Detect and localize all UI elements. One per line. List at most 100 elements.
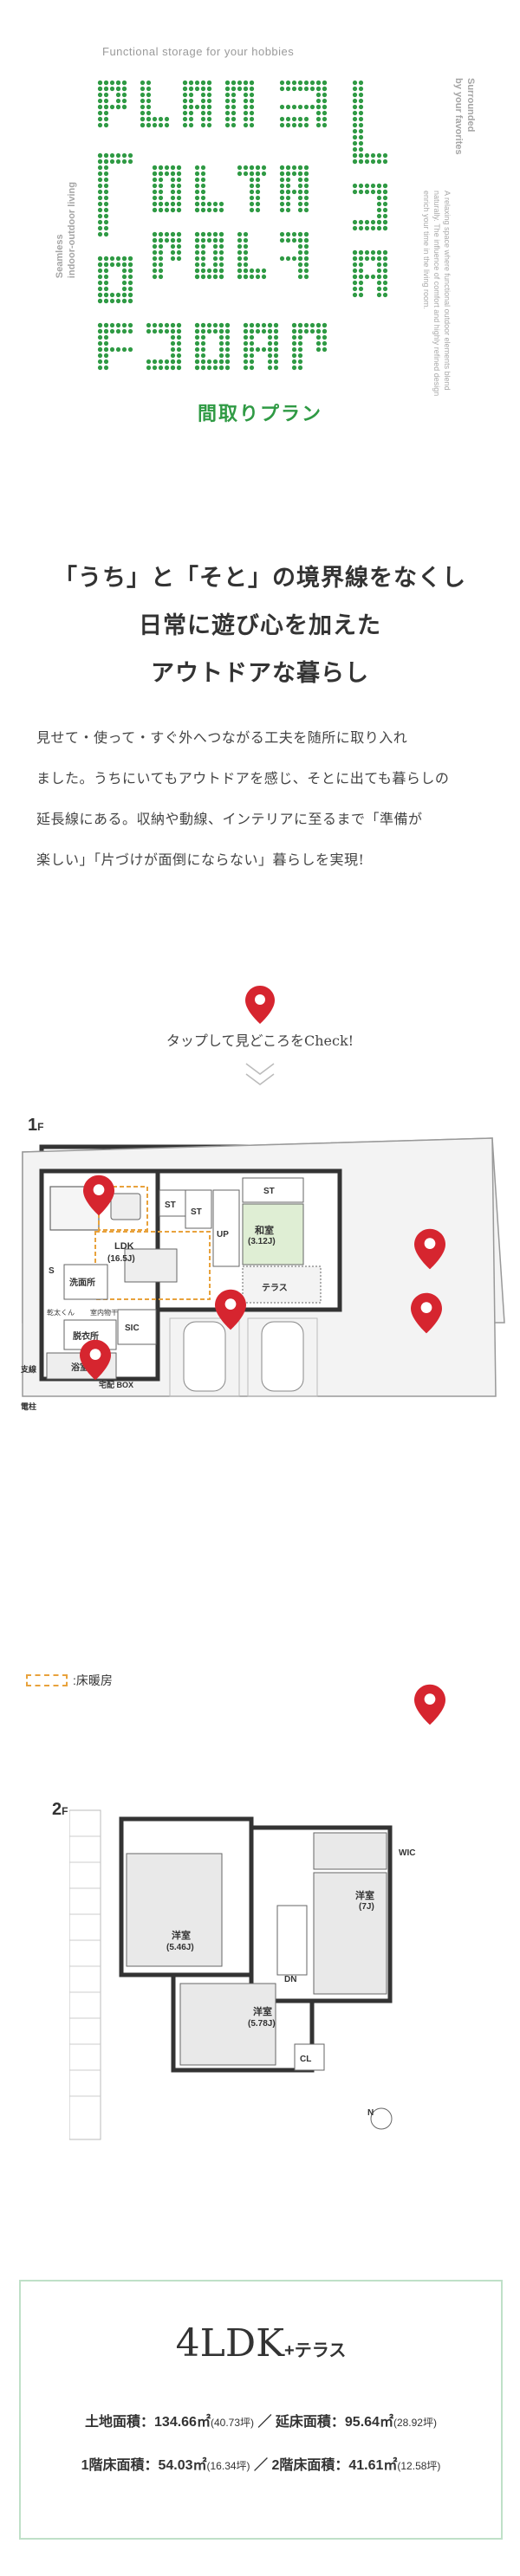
- spec-total-floor-area-tsubo: (28.92坪): [393, 2417, 437, 2429]
- parking-space-2: [247, 1317, 318, 1397]
- body-paragraph: 見せて・使って・すぐ外へつながる工夫を随所に取り入れ ました。うちにいてもアウト…: [36, 717, 496, 880]
- body-line-3: 延長線にある。収納や動線、インテリアに至るまで「準備が: [36, 811, 423, 827]
- floor-heating-legend-swatch: [26, 1674, 68, 1686]
- bedroom-a-size: (5.46J): [166, 1943, 194, 1952]
- hotspot-pin-washitsu[interactable]: [414, 1228, 445, 1270]
- floor-2-suffix: F: [62, 1805, 68, 1817]
- body-line-1: 見せて・使って・すぐ外へつながる工夫を随所に取り入れ: [36, 729, 408, 746]
- spec-area-line-2: 1階床面積：54.03㎡(16.34坪) ／ 2階床面積：41.61㎡(12.5…: [21, 2453, 501, 2474]
- ldk-size: (16.5J): [107, 1254, 135, 1264]
- headline-line-2: 日常に遊び心を加えた: [139, 612, 381, 639]
- dryer-label: 乾太くん: [47, 1308, 75, 1317]
- parking-space-1: [169, 1317, 240, 1397]
- guy-wire-label: 支線: [21, 1364, 36, 1374]
- bedroom-c-label: 洋室: [355, 1889, 374, 1901]
- terrace-label: テラス: [262, 1283, 288, 1293]
- floor-heating-legend-label: :床暖房: [73, 1673, 113, 1687]
- bedroom-b-label: 洋室: [253, 2005, 272, 2017]
- spec-1f-area: 1階床面積：54.03㎡: [81, 2458, 207, 2473]
- hero-side-title-left-line2: indoor-outdoor living: [67, 182, 77, 279]
- bedroom-a-label: 洋室: [172, 1929, 191, 1941]
- spec-site-area-tsubo: (40.73坪): [210, 2417, 254, 2429]
- dining-table: [110, 1193, 141, 1220]
- washitsu-size: (3.12J): [248, 1237, 276, 1246]
- washitsu-room: [242, 1203, 304, 1265]
- bedroom-c: [313, 1872, 387, 1995]
- storage-2: [185, 1189, 212, 1229]
- hotspot-pin-kitchen[interactable]: [83, 1175, 114, 1216]
- hero-tagline-top: Functional storage for your hobbies: [102, 45, 295, 58]
- ldk-label: LDK: [114, 1241, 134, 1252]
- bedroom-b: [179, 1983, 276, 2066]
- hotspot-pin-terrace[interactable]: [411, 1292, 442, 1334]
- hero-side-title-left-line1: Seamless: [55, 234, 65, 279]
- stairs-down-label: DN: [284, 1975, 296, 1984]
- spec-area-line-1: 土地面積：134.66㎡(40.73坪) ／ 延床面積：95.64㎡(28.92…: [21, 2410, 501, 2430]
- floorplan-section-title: 間取りプラン: [197, 403, 322, 424]
- hero-side-title-right-line1: Surrounded: [465, 78, 476, 133]
- washroom: [63, 1264, 108, 1300]
- floor-2-label: 2F: [52, 1800, 68, 1820]
- bedroom-c-size: (7J): [359, 1902, 374, 1912]
- washitsu-label: 和室: [255, 1224, 274, 1236]
- staircase-2f: [276, 1905, 308, 1976]
- hero-side-title-right-line2: by your favorites: [453, 78, 464, 155]
- floor-1-suffix: F: [37, 1121, 44, 1133]
- storage-1-label: ST: [165, 1201, 176, 1210]
- spec-summary-box: 4LDK+テラス 土地面積：134.66㎡(40.73坪) ／ 延床面積：95.…: [19, 2280, 503, 2540]
- staircase: [212, 1189, 240, 1267]
- bedroom-a: [126, 1853, 223, 1967]
- storage-s-label: S: [49, 1266, 55, 1276]
- compass-north-label: N: [367, 2108, 374, 2118]
- spec-site-area: 土地面積：134.66㎡: [85, 2415, 211, 2430]
- storage-3: [242, 1177, 304, 1203]
- storage-1: [159, 1189, 186, 1217]
- roof-area: [69, 1809, 101, 2140]
- floor-heating-legend: :床暖房: [26, 1672, 113, 1689]
- body-line-2: ました。うちにいてもアウトドアを感じ、そとに出ても暮らしの: [36, 770, 450, 786]
- body-line-4: 楽しい」「片づけが面倒にならない」暮らしを実現!: [36, 851, 365, 868]
- hotspot-pin-exterior[interactable]: [414, 1684, 445, 1725]
- car-2: [261, 1321, 304, 1392]
- shoe-closet-label: SIC: [125, 1324, 140, 1333]
- storage-3-label: ST: [263, 1187, 275, 1196]
- floor-2-number: 2: [52, 1800, 62, 1819]
- hotspot-pin-dressing-room[interactable]: [80, 1339, 111, 1381]
- spec-title: 4LDK+テラス: [21, 2321, 501, 2366]
- terrace: [242, 1265, 322, 1304]
- chevron-down-icon: [245, 1063, 275, 1085]
- hero-side-title-right: Surrounded by your favorites: [452, 78, 477, 155]
- shoe-closet: [117, 1309, 157, 1345]
- stairs-up-label: UP: [217, 1230, 229, 1239]
- utility-pole-label: 電柱: [21, 1401, 36, 1411]
- car-1: [183, 1321, 226, 1392]
- hero-side-description: A relaxing space where functional outdoo…: [422, 191, 452, 397]
- dressing-room-label: 脱衣所: [73, 1330, 99, 1342]
- spec-1f-area-tsubo: (16.34坪): [206, 2460, 250, 2472]
- closet: [294, 2043, 325, 2071]
- floorplan-2f: 洋室 (5.46J) 洋室 (5.78J) DN WIC 洋室 (7J) CL …: [69, 1809, 415, 2140]
- floor-1-label: 1F: [28, 1116, 43, 1136]
- sofa: [124, 1248, 178, 1283]
- hotspot-pin-living[interactable]: [215, 1289, 246, 1330]
- tap-instruction: タップして見どころをCheck!: [166, 1032, 354, 1049]
- hero-section: Functional storage for your hobbies: [0, 0, 520, 450]
- spec-2f-area-tsubo: (12.58坪): [397, 2460, 441, 2472]
- spec-total-floor-area: ／ 延床面積：95.64㎡: [257, 2415, 393, 2430]
- headline-line-3: アウトドアな暮らし: [151, 660, 369, 687]
- delivery-box-label: 宅配 BOX: [99, 1380, 133, 1389]
- headline: 「うち」と「そと」の境界線をなくし 日常に遊び心を加えた アウトドアな暮らし: [0, 554, 520, 697]
- compass-icon: [370, 2107, 393, 2130]
- headline-line-1: 「うち」と「そと」の境界線をなくし: [54, 565, 466, 592]
- indoor-drying-label: 室内物干: [90, 1308, 118, 1317]
- floor-1-number: 1: [28, 1116, 38, 1135]
- spec-layout-extra: +テラス: [284, 2341, 347, 2360]
- spec-layout-type: 4LDK: [175, 2321, 285, 2366]
- map-pin-icon: [245, 986, 275, 1024]
- bedroom-b-size: (5.78J): [248, 2019, 276, 2029]
- storage-2-label: ST: [191, 1207, 202, 1217]
- hero-side-title-left: Seamless indoor-outdoor living: [54, 182, 78, 278]
- dotted-logo-graphic: [97, 80, 388, 371]
- washroom-label: 洗面所: [69, 1277, 95, 1288]
- closet-label: CL: [300, 2055, 311, 2064]
